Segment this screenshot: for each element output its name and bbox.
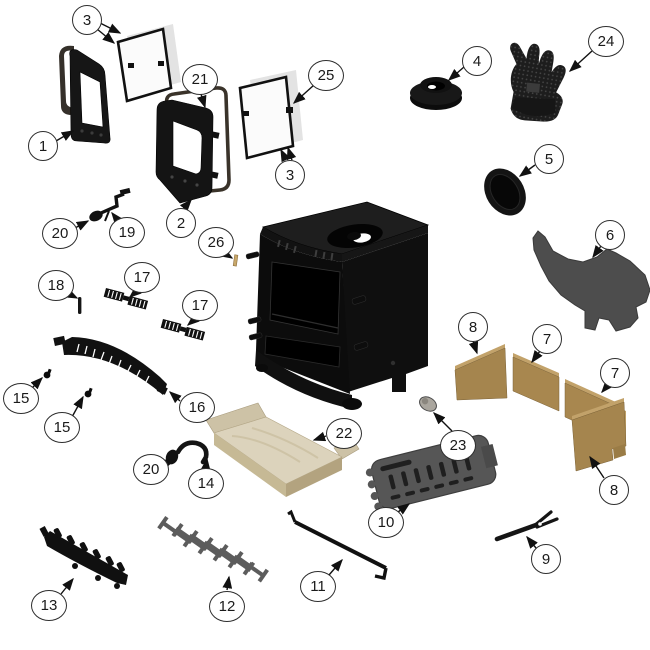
grate-bar-part-17	[103, 288, 149, 310]
callout-23: 23	[440, 430, 476, 461]
fire-grate-part-10	[365, 434, 498, 511]
callout-1: 1	[28, 131, 58, 161]
side-firebrick-part-8-left	[454, 344, 508, 401]
hinge-pins	[245, 251, 369, 351]
base-firebrick-part-22	[205, 402, 360, 497]
callout-20a: 20	[42, 218, 78, 249]
callout-5: 5	[534, 144, 564, 174]
callout-15a: 15	[3, 383, 39, 414]
callout-17a: 17	[124, 262, 160, 293]
callout-19: 19	[109, 217, 145, 248]
door-frame-part-1	[59, 45, 111, 144]
glass-clip-icon	[243, 111, 249, 116]
blanking-plate-part-5	[484, 168, 526, 216]
callout-25: 25	[308, 60, 344, 91]
long-bar-part-11	[287, 509, 388, 581]
callout-9: 9	[531, 544, 561, 574]
stove-glove-part-24	[510, 42, 566, 122]
callout-12: 12	[209, 591, 245, 622]
grate-bar-part-13	[39, 526, 128, 589]
flue-collar-part-4	[410, 77, 462, 110]
callout-13: 13	[31, 590, 67, 621]
knob-part-23	[419, 396, 437, 412]
handle-part-14	[165, 440, 209, 465]
glass-clip-icon	[128, 63, 134, 68]
callout-24: 24	[588, 26, 624, 57]
rear-firebrick-part-7-left	[512, 353, 560, 412]
callout-7b: 7	[600, 358, 630, 388]
knob-part-15	[84, 387, 93, 398]
callout-3b: 3	[275, 160, 305, 190]
callout-11: 11	[300, 571, 336, 602]
grate-bars-part-12	[157, 515, 269, 583]
heat-shield-part-6	[532, 230, 650, 332]
callout-3a: 3	[72, 5, 102, 35]
front-grate-part-16	[53, 335, 168, 395]
door-glass-part-3-right	[238, 70, 303, 160]
callout-6: 6	[595, 220, 625, 250]
stove-leg	[256, 364, 268, 372]
handle-assembly-parts-19-20	[89, 187, 131, 222]
callout-22: 22	[326, 418, 362, 449]
grate-bar-part-17	[160, 319, 206, 341]
callout-10: 10	[368, 507, 404, 538]
callout-8b: 8	[599, 475, 629, 505]
door-glass-part-3-upper	[116, 24, 181, 103]
callout-16: 16	[179, 392, 215, 423]
ash-slot	[264, 335, 341, 368]
stove-leg	[342, 398, 362, 410]
callout-17b: 17	[182, 290, 218, 321]
callout-15b: 15	[44, 412, 80, 443]
callout-20b: 20	[133, 454, 169, 485]
callout-8a: 8	[458, 312, 488, 342]
callout-2: 2	[166, 208, 196, 238]
knob-part-20	[89, 210, 103, 222]
side-firebrick-part-8-right	[571, 398, 627, 472]
callout-18: 18	[38, 270, 74, 301]
vent-slots	[277, 239, 334, 261]
rope-seal-part-21	[164, 86, 231, 193]
callout-4: 4	[462, 46, 492, 76]
glass-retainer-clip-part-25	[286, 107, 293, 113]
callout-21: 21	[182, 64, 218, 95]
pin-part-18	[78, 297, 82, 314]
pin-part-26	[232, 254, 239, 267]
callout-7a: 7	[532, 324, 562, 354]
glass-clip-icon	[158, 61, 164, 66]
operating-tool-part-9	[494, 510, 559, 542]
stove-body	[245, 201, 430, 410]
door-part-2	[155, 99, 220, 204]
latch-lever-part-19	[100, 192, 125, 215]
callout-26: 26	[198, 227, 234, 258]
callout-14: 14	[188, 468, 224, 499]
knob-part-15	[43, 368, 52, 379]
firebox-opening	[269, 261, 341, 335]
